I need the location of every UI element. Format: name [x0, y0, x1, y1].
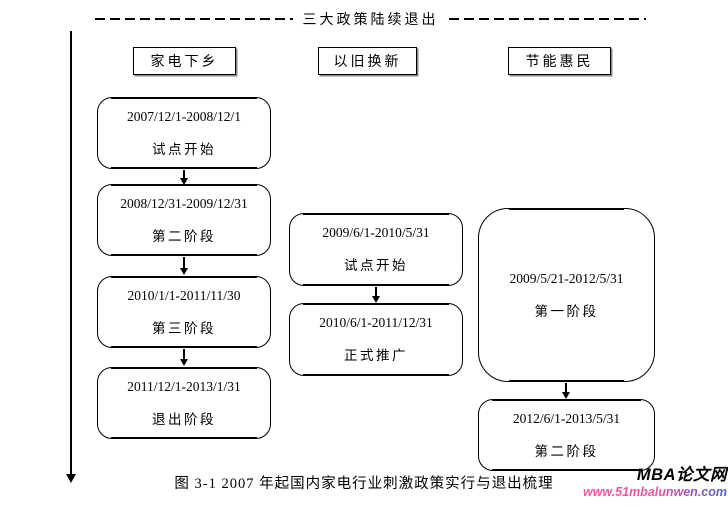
arrow-head-icon — [180, 178, 188, 185]
stage-dates: 2011/12/1-2013/1/31 — [127, 378, 241, 394]
arrow-head-icon — [180, 359, 188, 366]
arrow-head-icon — [562, 392, 570, 399]
stage-label: 试点开始 — [152, 141, 216, 157]
stage-dates: 2009/5/21-2012/5/31 — [509, 270, 624, 286]
timeline-down-arrow — [66, 31, 77, 483]
stage-dates: 2007/12/1-2008/12/1 — [127, 108, 241, 124]
stage-box-col2-2: 2010/6/1-2011/12/31 正式推广 — [289, 302, 463, 377]
stage-label: 第一阶段 — [534, 303, 599, 319]
figure-caption: 图 3-1 2007 年起国内家电行业刺激政策实行与退出梳理 — [174, 476, 554, 492]
arrow-head-icon — [180, 268, 188, 275]
stage-label: 正式推广 — [344, 348, 408, 363]
stage-box-col1-3: 2010/1/1-2011/11/30 第三阶段 — [97, 275, 271, 349]
stage-box-col2-1: 2009/6/1-2010/5/31 试点开始 — [289, 212, 463, 287]
diagram-title: 三大政策陆续退出 — [302, 13, 439, 28]
dashed-line-right — [448, 18, 646, 20]
stage-dates: 2008/12/31-2009/12/31 — [120, 195, 248, 211]
stage-dates: 2010/6/1-2011/12/31 — [319, 315, 433, 330]
stage-box-col3-1: 2009/5/21-2012/5/31 第一阶段 — [478, 207, 655, 383]
column-header-jiadianxiaxiang: 家电下乡 — [133, 47, 236, 75]
connector-arrow-col1-2 — [179, 257, 189, 275]
stage-box-col1-4: 2011/12/1-2013/1/31 退出阶段 — [97, 366, 271, 440]
dashed-line-left — [95, 18, 293, 20]
watermark-url: www.51mbalunwen.com — [582, 484, 727, 499]
connector-arrow-col1-1 — [179, 170, 189, 185]
arrow-head-icon — [372, 296, 380, 303]
stage-dates: 2012/6/1-2013/5/31 — [512, 410, 621, 426]
stage-dates: 2009/6/1-2010/5/31 — [322, 225, 430, 240]
watermark: MBA论文网 www.51mbalunwen.com — [583, 466, 727, 499]
stage-box-col1-2: 2008/12/31-2009/12/31 第二阶段 — [97, 183, 271, 257]
connector-arrow-col1-3 — [179, 349, 189, 366]
top-dashed-rule: 三大政策陆续退出 — [95, 9, 646, 29]
arrow-shaft — [70, 31, 72, 475]
connector-arrow-col3-1 — [561, 383, 571, 399]
watermark-brand: MBA论文网 — [636, 466, 727, 484]
stage-label: 第三阶段 — [152, 320, 216, 336]
column-header-jienenghuimin: 节能惠民 — [508, 47, 611, 75]
stage-label: 试点开始 — [344, 258, 408, 273]
arrow-head-icon — [66, 474, 76, 483]
stage-dates: 2010/1/1-2011/11/30 — [127, 287, 241, 303]
stage-label: 第二阶段 — [152, 228, 216, 244]
stage-label: 退出阶段 — [152, 411, 216, 427]
stage-box-col1-1: 2007/12/1-2008/12/1 试点开始 — [97, 96, 271, 170]
stage-box-col3-2: 2012/6/1-2013/5/31 第二阶段 — [478, 398, 655, 472]
connector-arrow-col2-1 — [371, 287, 381, 303]
column-header-yijiuhuanxin: 以旧换新 — [318, 47, 417, 75]
stage-label: 第二阶段 — [534, 443, 599, 459]
